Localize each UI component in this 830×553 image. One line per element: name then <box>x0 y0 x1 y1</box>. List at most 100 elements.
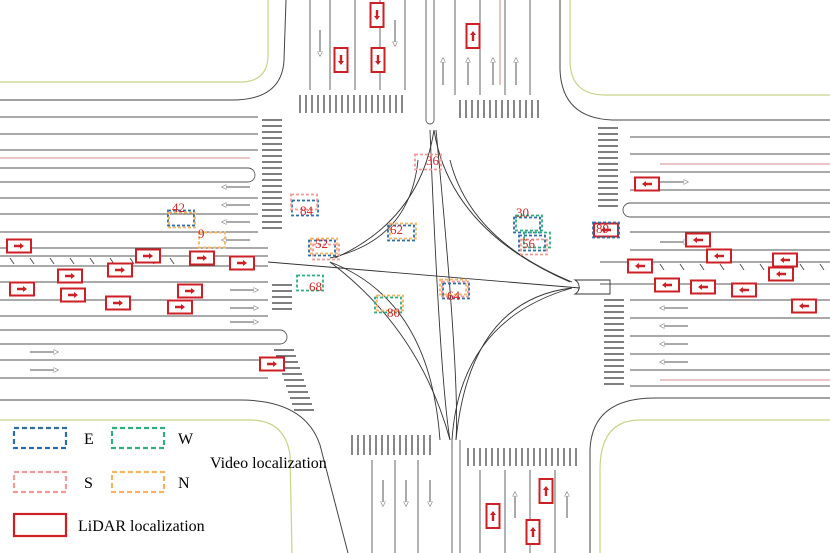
lidar-vehicle <box>177 283 203 299</box>
heading-arrow-icon <box>68 292 78 298</box>
lidar-vehicle <box>654 277 680 293</box>
heading-arrow-icon <box>490 511 496 521</box>
heading-arrow-icon <box>698 284 708 290</box>
lidar-vehicle <box>685 232 711 248</box>
lidar-vehicle <box>167 299 193 315</box>
heading-arrow-icon <box>115 267 125 273</box>
video-box-n <box>168 211 196 229</box>
detection-id-label: 68 <box>309 279 322 294</box>
detection-id-label: 56 <box>522 236 536 251</box>
legend-label-south: S <box>84 475 93 492</box>
lidar-vehicle <box>627 258 653 274</box>
legend-video-title: Video localization <box>210 455 327 472</box>
video-detection: 84 <box>290 193 319 218</box>
video-box-e <box>518 234 546 252</box>
lidar-vehicle <box>189 250 215 266</box>
lane-arrows <box>30 20 688 518</box>
video-detection: 64 <box>439 278 470 303</box>
detection-id-label: 36 <box>426 153 440 168</box>
detection-id-label: 9 <box>198 226 205 241</box>
video-box-s <box>414 153 442 171</box>
lidar-vehicle <box>731 282 757 298</box>
heading-arrow-icon <box>714 253 724 259</box>
legend-swatch-lidar <box>12 512 68 538</box>
video-box-e <box>513 216 541 234</box>
heading-arrow-icon <box>65 273 75 279</box>
heading-arrow-icon <box>662 282 672 288</box>
lidar-vehicle <box>229 255 255 271</box>
lidar-vehicle <box>107 262 133 278</box>
legend-label-west: W <box>178 431 194 448</box>
video-box-w <box>515 214 543 232</box>
west-lane-lines <box>0 116 288 379</box>
lidar-vehicle <box>465 23 481 49</box>
video-box-s <box>312 243 340 261</box>
crosswalk-east <box>598 127 624 385</box>
heading-arrow-icon <box>175 304 185 310</box>
detection-id-label: 89 <box>596 221 609 236</box>
heading-arrow-icon <box>197 255 207 261</box>
detection-id-label: 84 <box>300 203 314 218</box>
legend-swatch-south <box>12 470 68 494</box>
video-box-s <box>520 238 548 256</box>
lidar-vehicle <box>135 248 161 264</box>
video-detection: 89 <box>592 221 620 239</box>
legend-label-north: N <box>178 475 190 492</box>
legend-lidar-title: LiDAR localization <box>78 518 205 535</box>
north-lane-lines <box>309 0 531 125</box>
lidar-vehicle <box>690 279 716 295</box>
heading-arrow-icon <box>470 31 476 41</box>
video-detection: 68 <box>296 274 324 294</box>
lidar-vehicle <box>60 287 86 303</box>
video-detection: 30 <box>513 205 543 234</box>
crosswalk-west <box>262 119 314 411</box>
lidar-vehicle <box>105 295 131 311</box>
lidar-vehicle <box>634 176 660 192</box>
video-box-n <box>439 278 467 296</box>
video-detection: 56 <box>518 231 551 256</box>
video-box-n <box>310 237 338 255</box>
detection-id-label: 42 <box>172 200 185 215</box>
lidar-vehicle <box>538 478 554 504</box>
lidar-vehicle <box>9 281 35 297</box>
video-box-s <box>441 280 469 298</box>
heading-arrow-icon <box>635 263 645 269</box>
heading-arrow-icon <box>543 486 549 496</box>
legend-label-east: E <box>84 431 94 448</box>
video-box-e <box>291 199 319 217</box>
heading-arrow-icon <box>267 361 277 367</box>
video-box-w <box>374 296 402 314</box>
crosswalk-north <box>299 95 539 118</box>
video-detection: 80 <box>374 294 404 320</box>
south-lane-lines <box>371 440 556 553</box>
detection-id-label: 80 <box>387 305 400 320</box>
video-layer: 36 42 9 84 52 62 30 56 89 68 80 64 <box>167 153 620 320</box>
lidar-vehicle <box>593 222 619 238</box>
video-box-n <box>389 222 417 240</box>
legend-swatch-west <box>110 426 166 450</box>
lidar-vehicle <box>259 356 285 372</box>
video-detection: 9 <box>198 226 226 249</box>
lidar-vehicle <box>369 2 385 28</box>
detection-id-label: 62 <box>390 222 403 237</box>
crosswalk-south <box>351 435 577 466</box>
video-box-n <box>376 294 404 312</box>
video-box-s <box>290 193 318 211</box>
heading-arrow-icon <box>776 271 786 277</box>
heading-arrow-icon <box>338 55 344 65</box>
heading-arrow-icon <box>693 237 703 243</box>
video-box-e <box>442 282 470 300</box>
detection-id-label: 52 <box>315 236 328 251</box>
legend-swatch-east <box>12 426 68 450</box>
video-detection: 42 <box>167 200 196 229</box>
lidar-vehicle <box>772 252 798 268</box>
turning-paths <box>267 129 611 441</box>
video-detection: 62 <box>387 222 417 242</box>
video-box-e <box>167 209 195 227</box>
lidar-vehicle <box>525 519 541 545</box>
video-detection: 52 <box>308 236 340 261</box>
lidar-vehicle <box>485 503 501 529</box>
heading-arrow-icon <box>530 527 536 537</box>
lidar-vehicle <box>57 268 83 284</box>
